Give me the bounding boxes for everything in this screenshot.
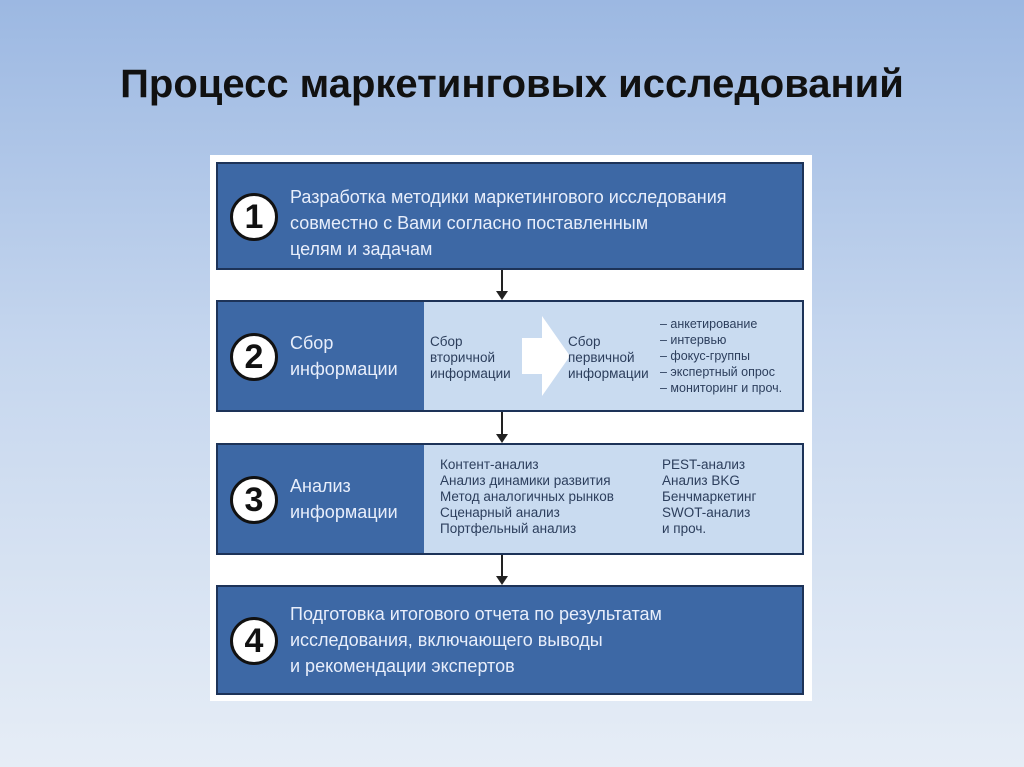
step-3-details: Контент-анализ Анализ динамики развития …	[424, 445, 802, 553]
text-line: Сбор	[568, 334, 601, 349]
methods-left: Контент-анализ Анализ динамики развития …	[440, 457, 614, 537]
text-line: целям и задачам	[290, 239, 433, 259]
step-2-box: 2 Сбор информации Сбор вторичной информа…	[216, 300, 804, 412]
text-line: и рекомендации экспертов	[290, 656, 515, 676]
text-line: Бенчмаркетинг	[662, 489, 757, 504]
text-line: информации	[430, 366, 511, 381]
step-number: 2	[230, 333, 278, 381]
text-line: Анализ динамики развития	[440, 473, 611, 488]
text-line: Сценарный анализ	[440, 505, 560, 520]
step-3-label: Анализ информации	[290, 473, 398, 525]
step-2-label: Сбор информации	[290, 330, 398, 382]
text-line: Подготовка итогового отчета по результат…	[290, 604, 662, 624]
step-number: 1	[230, 193, 278, 241]
text-line: – фокус-группы	[660, 349, 750, 363]
text-line: исследования, включающего выводы	[290, 630, 603, 650]
slide-title: Процесс маркетинговых исследований	[120, 62, 904, 106]
text-line: первичной	[568, 350, 635, 365]
text-line: Анализ BKG	[662, 473, 740, 488]
step-1-box: 1 Разработка методики маркетингового исс…	[216, 162, 804, 270]
methods-right: PEST-анализ Анализ BKG Бенчмаркетинг SWO…	[662, 457, 756, 537]
methods-list: – анкетирование – интервью – фокус-групп…	[660, 316, 782, 396]
text-line: и проч.	[662, 521, 707, 536]
text-line: – интервью	[660, 333, 727, 347]
text-line: Портфельный анализ	[440, 521, 577, 536]
step-4-text: Подготовка итогового отчета по результат…	[290, 601, 662, 679]
text-line: PEST-анализ	[662, 457, 746, 472]
arrow-down-icon	[496, 270, 508, 300]
primary-info: Сбор первичной информации	[568, 334, 649, 382]
step-1-text: Разработка методики маркетингового иссле…	[290, 184, 727, 262]
text-line: – мониторинг и проч.	[660, 381, 783, 395]
text-line: SWOT-анализ	[662, 505, 751, 520]
text-line: Метод аналогичных рынков	[440, 489, 614, 504]
text-line: информации	[290, 359, 398, 379]
text-line: совместно с Вами согласно поставленным	[290, 213, 649, 233]
text-line: информации	[568, 366, 649, 381]
text-line: вторичной	[430, 350, 496, 365]
arrow-right-icon	[522, 316, 570, 396]
text-line: Разработка методики маркетингового иссле…	[290, 187, 727, 207]
text-line: Анализ	[290, 476, 351, 496]
process-diagram: 1 Разработка методики маркетингового исс…	[210, 155, 812, 701]
text-line: – анкетирование	[660, 317, 758, 331]
step-number: 3	[230, 476, 278, 524]
step-4-box: 4 Подготовка итогового отчета по результ…	[216, 585, 804, 695]
text-line: – экспертный опрос	[660, 365, 776, 379]
step-2-details: Сбор вторичной информации Сбор первичной…	[424, 302, 802, 410]
step-3-box: 3 Анализ информации Контент-анализ Анали…	[216, 443, 804, 555]
text-line: Контент-анализ	[440, 457, 539, 472]
text-line: Сбор	[290, 333, 334, 353]
text-line: информации	[290, 502, 398, 522]
step-number: 4	[230, 617, 278, 665]
arrow-down-icon	[496, 412, 508, 443]
text-line: Сбор	[430, 334, 463, 349]
secondary-info: Сбор вторичной информации	[430, 334, 511, 382]
arrow-down-icon	[496, 555, 508, 585]
